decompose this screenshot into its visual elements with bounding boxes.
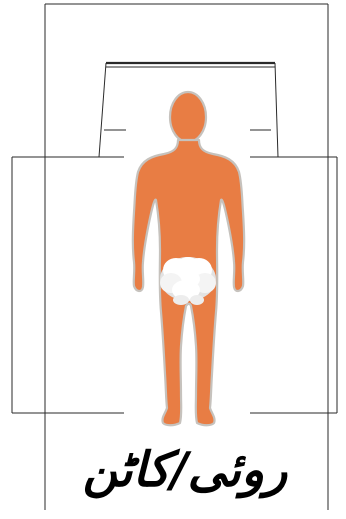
figure-head [170,92,206,142]
caption-text: روئی/کاٹن [40,432,330,508]
